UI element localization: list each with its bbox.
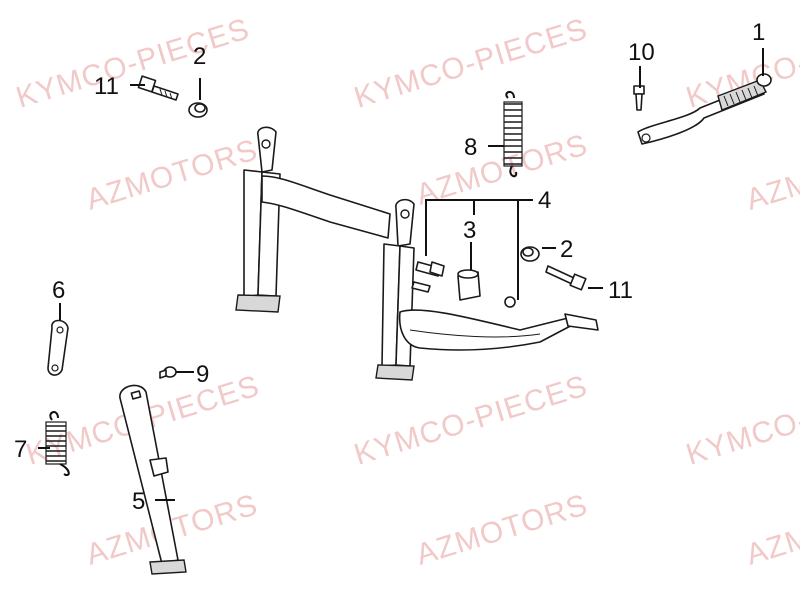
watermark-kymco: KYMCO-PIECES bbox=[350, 369, 591, 471]
watermark-azmotors: AZMOTORS bbox=[82, 133, 261, 216]
leader-lines bbox=[38, 48, 764, 501]
callout-7: 7 bbox=[14, 436, 27, 463]
bolt-part-11-left bbox=[137, 75, 179, 101]
callout-4: 4 bbox=[538, 187, 551, 214]
callout-labels: 11 2 1 10 8 4 3 2 11 6 9 7 5 bbox=[14, 19, 765, 515]
bolt-part-11-right bbox=[545, 265, 587, 291]
nut-part-2-left bbox=[188, 102, 208, 118]
screw-part-9 bbox=[159, 366, 177, 379]
main-center-stand bbox=[235, 126, 599, 381]
callout-2-left: 2 bbox=[193, 43, 206, 70]
bushing-part-3 bbox=[457, 269, 481, 301]
callout-3: 3 bbox=[463, 217, 476, 244]
callout-9: 9 bbox=[196, 361, 209, 388]
watermark-azmotors: AZMOTORS bbox=[412, 488, 591, 571]
spring-part-7 bbox=[45, 411, 70, 476]
bracket-part-6 bbox=[47, 319, 69, 376]
watermark-kymco: KYMCO-PIECES bbox=[682, 369, 800, 471]
kick-lever-part-1 bbox=[637, 73, 772, 145]
watermark-kymco: KYMCO-PIECES bbox=[350, 12, 591, 114]
callout-1: 1 bbox=[752, 19, 765, 46]
watermark-azmotors: AZMOTORS bbox=[742, 133, 800, 216]
side-stand-part-5 bbox=[119, 384, 187, 575]
bolt-part-10 bbox=[633, 85, 645, 111]
pin-part-4 bbox=[429, 261, 516, 308]
callout-10: 10 bbox=[628, 39, 655, 66]
callout-11-right: 11 bbox=[608, 277, 633, 304]
callout-5: 5 bbox=[132, 488, 145, 515]
callout-8: 8 bbox=[464, 134, 477, 161]
watermark-azmotors: AZMOTORS bbox=[742, 488, 800, 571]
callout-6: 6 bbox=[52, 277, 65, 304]
watermark-kymco: KYMCO-PIECES bbox=[12, 12, 253, 114]
spring-part-8 bbox=[503, 91, 523, 178]
callout-11-left: 11 bbox=[94, 73, 119, 100]
callout-2-right: 2 bbox=[560, 236, 573, 263]
nut-part-2-right bbox=[520, 246, 540, 262]
